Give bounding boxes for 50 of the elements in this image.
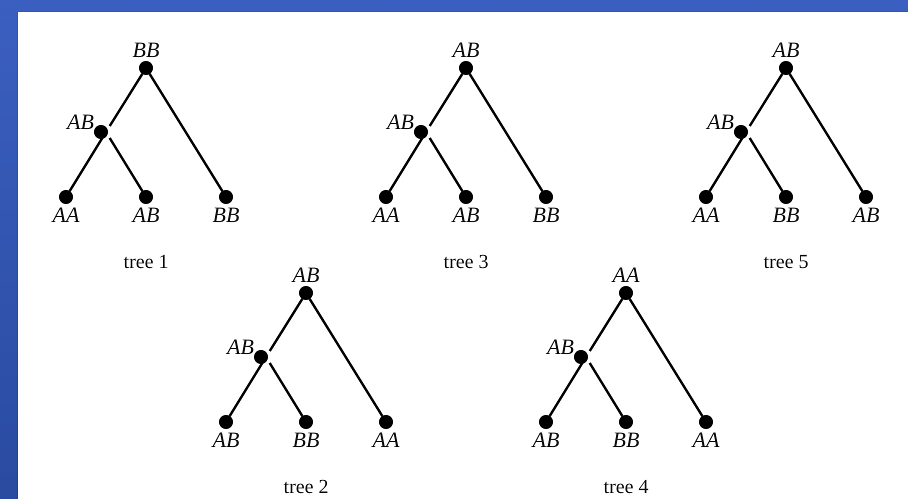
- tree-branch: [268, 362, 304, 417]
- tree-caption: tree 4: [604, 476, 648, 498]
- tree-caption: tree 2: [284, 476, 328, 498]
- tree-branch: [428, 73, 464, 127]
- genotype-label: AB: [212, 429, 240, 451]
- genotype-label: AB: [547, 336, 574, 358]
- tree-branch: [748, 73, 784, 127]
- genotype-label: AB: [772, 39, 800, 61]
- genotype-label: BB: [772, 204, 800, 226]
- tree-branch: [228, 362, 264, 417]
- tree-branch: [468, 73, 544, 192]
- genotype-label: AA: [372, 204, 400, 226]
- genotype-label: AA: [692, 429, 720, 451]
- genotype-label: AB: [852, 204, 880, 226]
- genotype-label: AB: [292, 264, 320, 286]
- genotype-label: BB: [132, 39, 160, 61]
- tree-branch: [748, 137, 784, 192]
- tree-branch: [308, 298, 384, 417]
- genotype-label: AA: [692, 204, 720, 226]
- tree-branch: [268, 298, 304, 352]
- genotype-label: AA: [52, 204, 80, 226]
- genotype-label: AB: [132, 204, 160, 226]
- genotype-label: AB: [452, 204, 480, 226]
- tree-caption: tree 3: [444, 251, 488, 273]
- tree-branch: [588, 298, 624, 352]
- tree-caption: tree 1: [124, 251, 168, 273]
- genotype-label: AB: [532, 429, 560, 451]
- tree-branch: [148, 73, 224, 192]
- genotype-label: AB: [387, 111, 414, 133]
- tree-branch: [108, 137, 144, 192]
- genotype-label: BB: [532, 204, 560, 226]
- genotype-label: AA: [612, 264, 640, 286]
- tree-branch: [708, 137, 744, 192]
- tree-caption: tree 5: [764, 251, 808, 273]
- tree-branch: [628, 298, 704, 417]
- genotype-label: AB: [227, 336, 254, 358]
- tree-branch: [548, 362, 584, 417]
- tree-branch: [108, 73, 144, 127]
- tree-branch: [68, 137, 104, 192]
- genotype-label: AB: [67, 111, 94, 133]
- genotype-label: BB: [612, 429, 640, 451]
- genotype-label: AB: [452, 39, 480, 61]
- tree-branch: [788, 73, 864, 192]
- genotype-label: BB: [212, 204, 240, 226]
- tree-branch: [428, 137, 464, 192]
- tree-branch: [588, 362, 624, 417]
- genotype-label: AB: [707, 111, 734, 133]
- tree-branch: [388, 137, 424, 192]
- genotype-label: BB: [292, 429, 320, 451]
- genotype-label: AA: [372, 429, 400, 451]
